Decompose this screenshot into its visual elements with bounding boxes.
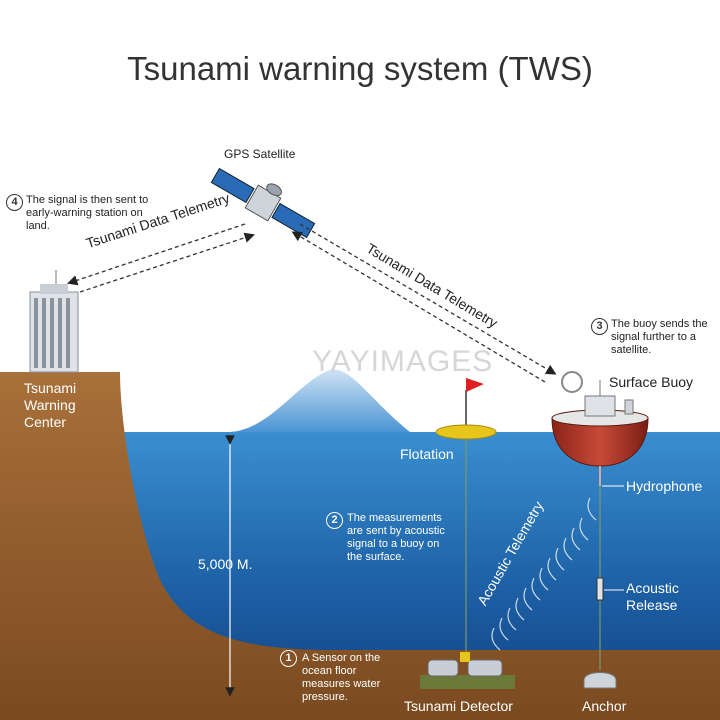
telemetry-arrow-right-2	[291, 231, 546, 383]
surface-buoy	[551, 371, 649, 467]
gps-satellite	[210, 167, 316, 239]
hydrophone-label: Hydrophone	[626, 478, 703, 494]
sea-floor	[0, 372, 720, 720]
telemetry-arrow-left-1	[67, 223, 246, 286]
step-2-number: 2	[326, 512, 343, 529]
warning-center-building	[29, 270, 79, 373]
surface-buoy-label: Surface Buoy	[609, 374, 694, 390]
flotation-label: Flotation	[400, 446, 454, 462]
page-title: Tsunami warning system (TWS)	[127, 50, 593, 87]
step-3-number: 3	[591, 318, 608, 335]
warning-center-label: Tsunami Warning Center	[24, 380, 77, 430]
acoustic-telemetry-waves	[491, 497, 597, 651]
tsunami-wave	[230, 369, 410, 432]
depth-label: 5,000 M.	[198, 556, 253, 572]
tsunami-detector-label: Tsunami Detector	[404, 698, 513, 714]
watermark: YAYIMAGES	[312, 345, 494, 378]
step-3-text: The buoy sends the signal further to a s…	[611, 318, 708, 356]
step-1-text: A Sensor on the ocean floor measures wat…	[302, 652, 381, 703]
step-4-number: 4	[6, 194, 23, 211]
gps-satellite-label: GPS Satellite	[224, 147, 296, 161]
anchor	[583, 672, 617, 689]
step-1-number: 1	[280, 650, 297, 667]
tsunami-detector	[420, 652, 515, 689]
step-2-text: The measurements are sent by acoustic si…	[347, 512, 445, 563]
anchor-label: Anchor	[582, 698, 627, 714]
acoustic-release	[596, 577, 604, 601]
step-4-text: The signal is then sent to early-warning…	[26, 194, 149, 232]
acoustic-release-label: Acoustic Release	[626, 580, 679, 613]
flotation-buoy	[435, 378, 497, 440]
telemetry-arrow-left-2	[79, 232, 255, 293]
